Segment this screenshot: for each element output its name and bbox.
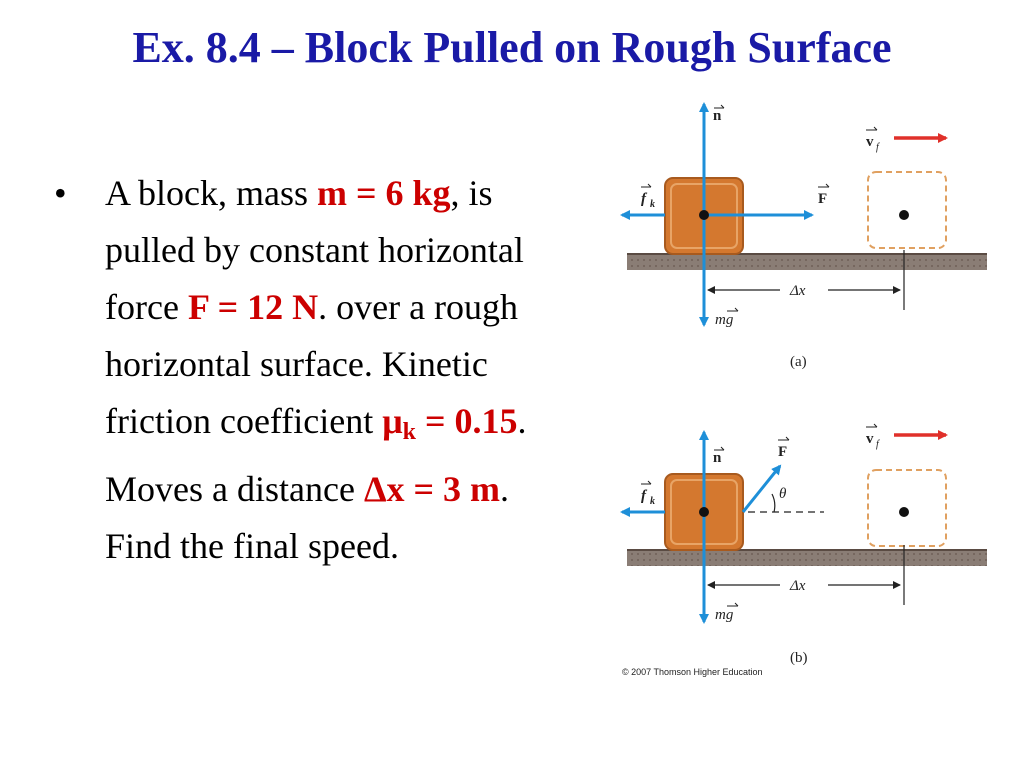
block-final-position	[867, 469, 947, 547]
block-final-position	[867, 171, 947, 249]
ground-surface	[627, 550, 987, 566]
panel-a: n f k F v f mg Δx (a)	[620, 102, 987, 370]
label-mg: mg	[715, 312, 734, 328]
caption-a: (a)	[790, 354, 807, 370]
label-F: F	[778, 444, 787, 460]
mu-value: = 0.15	[416, 401, 518, 441]
label-vf: v	[866, 431, 874, 447]
force-value: F = 12 N	[187, 287, 319, 327]
ground-surface	[627, 254, 987, 270]
label-vf-sub: f	[876, 439, 880, 450]
label-theta: θ	[779, 486, 787, 502]
text-part-2: , is pulled by constant horizontal force	[105, 173, 524, 327]
panel-b: n f k F v f θ mg Δx (b)	[620, 423, 987, 666]
label-fk-sub: k	[650, 199, 655, 210]
bullet-marker: •	[54, 173, 67, 213]
slide-title: Ex. 8.4 – Block Pulled on Rough Surface	[132, 23, 892, 72]
problem-bullet: • A block, mass m = 6 kg, is pulled by c…	[54, 165, 562, 575]
mu-subscript: k	[402, 419, 416, 445]
text-part-3: . over a rough horizontal surface. Kinet…	[105, 287, 519, 441]
text-part-1: A block, mass	[105, 173, 317, 213]
label-vf-sub: f	[876, 142, 880, 153]
friction-coefficient: μk = 0.15	[382, 401, 518, 445]
label-fk: f	[641, 488, 648, 504]
copyright-credit: © 2007 Thomson Higher Education	[622, 667, 763, 677]
text-part-5: . Find the final speed.	[105, 469, 510, 566]
caption-b: (b)	[790, 650, 808, 666]
text-part-4: . Moves a distance	[105, 401, 527, 509]
label-fk-sub: k	[650, 496, 655, 507]
angled-force-arrow	[741, 464, 782, 513]
label-n: n	[713, 450, 722, 466]
label-mg: mg	[715, 607, 734, 623]
problem-text: A block, mass m = 6 kg, is pulled by con…	[105, 165, 562, 575]
label-dx: Δx	[789, 283, 806, 299]
label-vf: v	[866, 134, 874, 150]
mass-value: m = 6 kg	[317, 173, 451, 213]
label-n: n	[713, 108, 722, 124]
mu-symbol: μ	[382, 401, 403, 441]
label-fk: f	[641, 191, 648, 207]
label-F: F	[818, 191, 827, 207]
distance-value: Δx = 3 m	[363, 469, 501, 509]
label-dx: Δx	[789, 578, 806, 594]
